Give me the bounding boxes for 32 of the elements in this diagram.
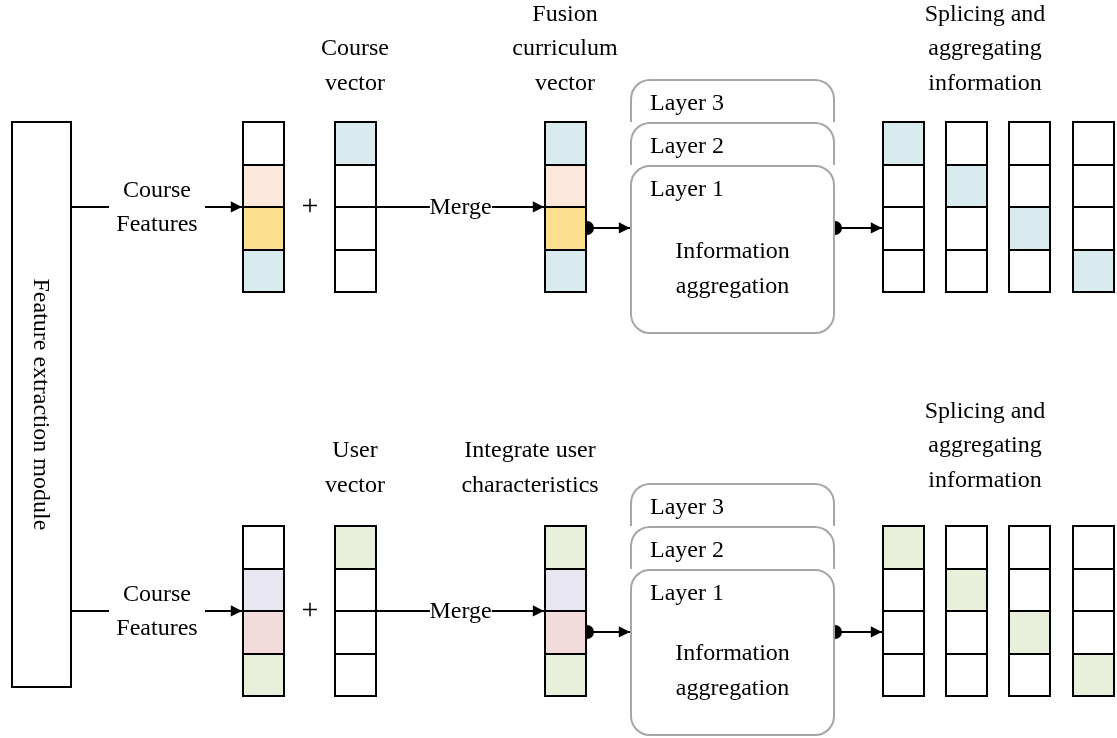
vector-bar [1072,121,1115,293]
vector-bar [945,525,988,697]
vector-bar [882,525,925,697]
vector-bar [1008,121,1051,293]
vector-label: Integrate user characteristics [460,442,600,500]
layer-card [630,483,835,526]
layer-card [630,165,835,334]
layer-title: Layer 1 [650,174,724,203]
vector-bar [945,121,988,293]
plus-sign: + [300,591,320,628]
layer-description: Information aggregation [674,236,791,300]
layer-title: Layer 2 [650,535,724,564]
layer-description: Information aggregation [674,638,791,702]
layer-card [630,526,835,569]
vector-bar [1008,525,1051,697]
layer-title: Layer 3 [650,88,724,117]
layer-title: Layer 3 [650,492,724,521]
layer-card [630,569,835,736]
plus-sign: + [300,187,320,224]
vector-bar [242,121,285,293]
layer-card [630,79,835,122]
module-box [11,121,72,688]
vector-label: User vector [324,442,386,500]
vector-bar [882,121,925,293]
module-label: Feature extraction module [27,278,56,531]
layer-card [630,122,835,165]
vector-label: Fusion curriculum vector [511,8,619,98]
vector-label: Course vector [320,40,390,98]
vector-bar [242,525,285,697]
vector-bar [1072,525,1115,697]
layer-title: Layer 1 [650,578,724,607]
layer-title: Layer 2 [650,131,724,160]
